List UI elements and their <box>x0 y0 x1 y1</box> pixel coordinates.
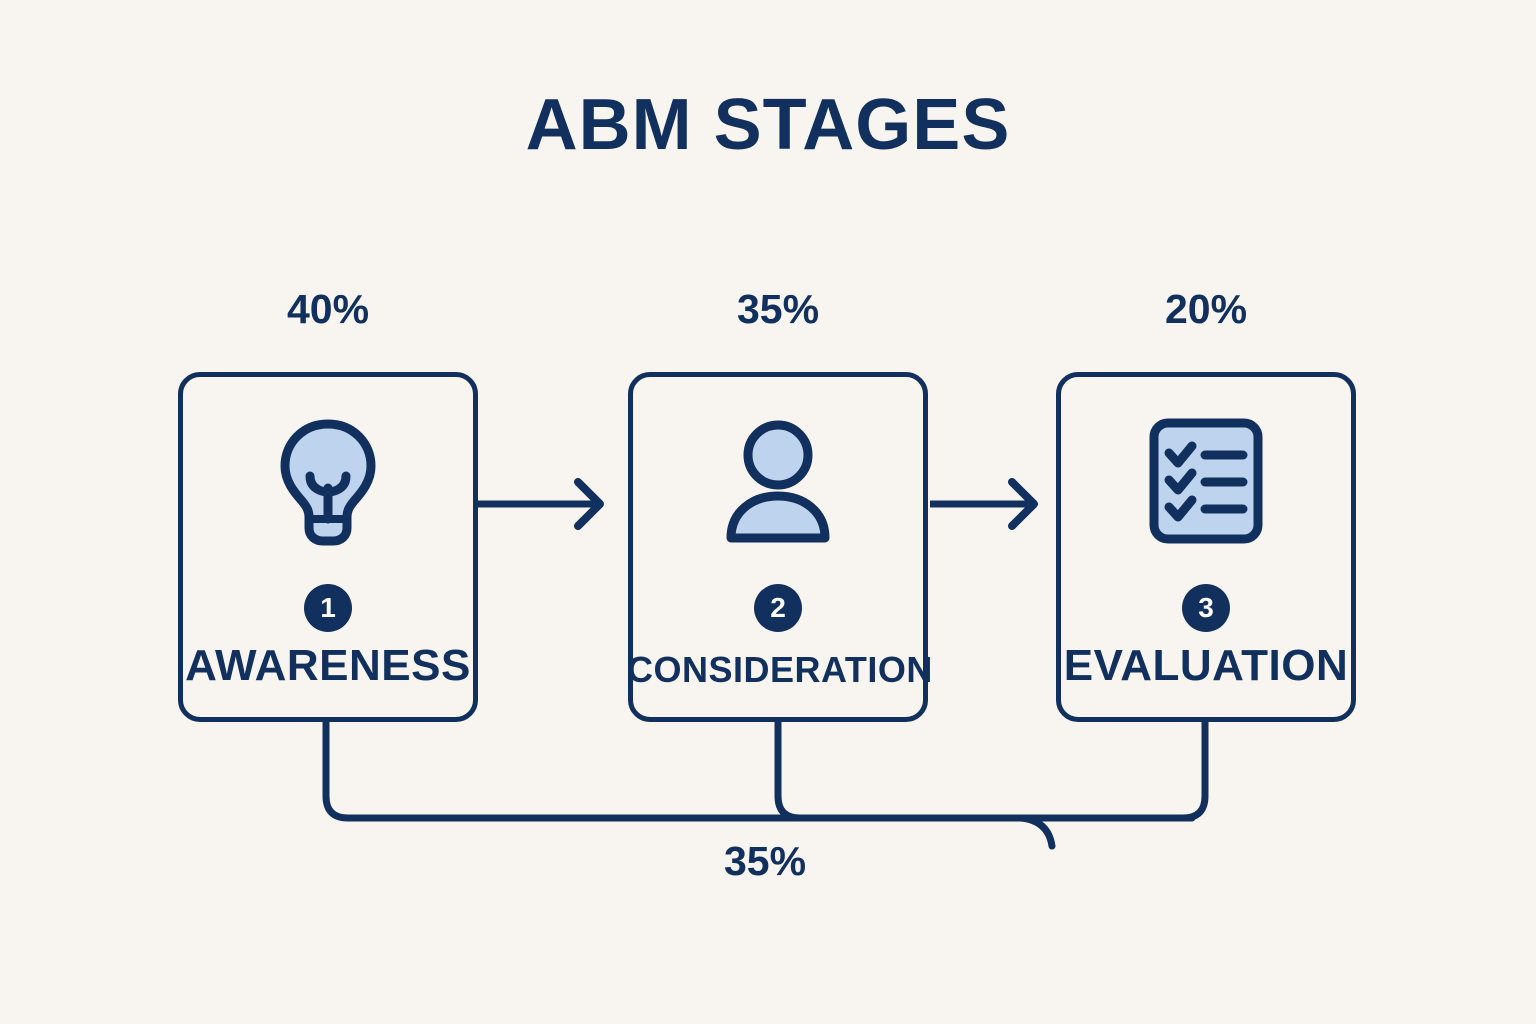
stage-badge-3: 3 <box>1182 584 1230 632</box>
stage-badge-1: 1 <box>304 584 352 632</box>
loop-percent-value: 35% <box>723 838 807 884</box>
stage-label-consideration: CONSIDERATION <box>627 649 933 690</box>
stage-percent-evaluation: 20% <box>1164 286 1248 332</box>
stage-percent-consideration: 35% <box>736 286 820 332</box>
stage-label-evaluation: EVALUATION <box>1063 641 1349 690</box>
stage-card-consideration[interactable]: 2 CONSIDERATION <box>627 372 933 722</box>
lightbulb-icon <box>183 411 473 551</box>
stage-percent-awareness: 40% <box>286 286 370 332</box>
feedback-loop-connector <box>0 700 1536 880</box>
arrow-right-icon-2 <box>930 472 1042 536</box>
loop-percent-label: 35% <box>0 838 1536 885</box>
arrow-right-icon-1 <box>478 472 608 536</box>
stage-badge-2: 2 <box>754 584 802 632</box>
page-title: ABM STAGES <box>525 85 1011 165</box>
stage-label-awareness: AWARENESS <box>185 641 471 690</box>
person-icon <box>633 411 923 551</box>
checklist-icon <box>1061 411 1351 551</box>
stage-card-awareness[interactable]: 1 AWARENESS <box>178 372 478 722</box>
stage-card-evaluation[interactable]: 3 EVALUATION <box>1056 372 1356 722</box>
